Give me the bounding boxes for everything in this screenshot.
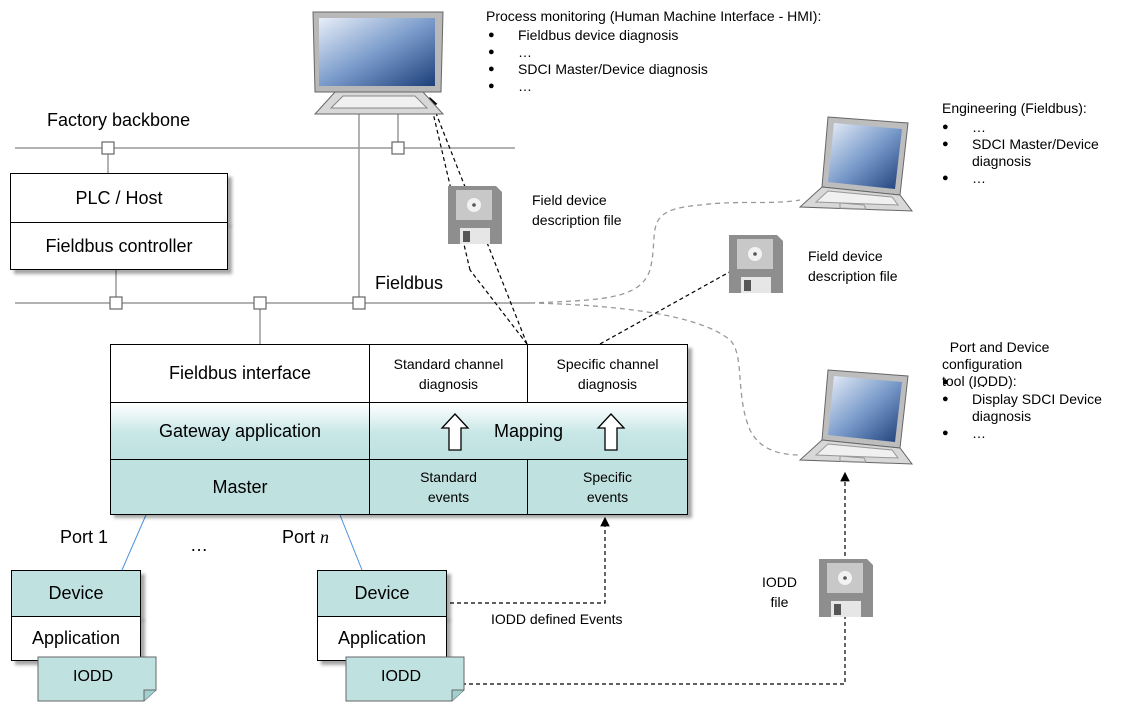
port-tool-laptop [780, 368, 915, 478]
engineering-title: Engineering (Fieldbus): [942, 100, 1087, 116]
list-item: SDCI Master/Device diagnosis [942, 136, 1099, 170]
monitor-icon [312, 11, 445, 115]
list-item: SDCI Master/Device diagnosis [488, 61, 708, 78]
mapping-cell: Mapping [369, 402, 688, 460]
fdd-label-2: Field device description file [808, 248, 898, 284]
specific-channel-diagnosis-cell: Specific channel diagnosis [527, 344, 688, 403]
bus-node [352, 296, 366, 310]
fieldbus-cable-engineering [529, 199, 801, 304]
device-1-box: Device [11, 570, 141, 617]
laptop-icon [798, 369, 914, 465]
iodd-1-document: IODD [37, 656, 157, 702]
list-item: … [942, 374, 1102, 391]
master-cell: Master [110, 459, 370, 515]
portn-line [339, 514, 363, 571]
list-item: … [942, 119, 1099, 136]
list-item: … [488, 44, 708, 61]
bus-node [253, 296, 267, 310]
fieldbus-controller-box: Fieldbus controller [10, 222, 228, 270]
plc-host-box: PLC / Host [10, 173, 228, 223]
floppy-disk-icon [725, 233, 785, 295]
port1-line [121, 514, 147, 571]
fdd-label-1: Field device description file [532, 192, 622, 228]
laptop-icon [798, 116, 914, 212]
ports-ellipsis: … [190, 535, 208, 555]
arrow-iodd-events [450, 516, 610, 604]
floppy-disk-icon [815, 557, 875, 619]
up-arrow-icon [440, 413, 470, 451]
arrow-iodd-to-tool [462, 471, 850, 685]
list-item: … [942, 170, 1099, 187]
engineering-laptop [780, 115, 915, 225]
application-n-box: Application [317, 616, 447, 661]
iodd-1-label: IODD [73, 668, 113, 685]
fieldbus-cable-port-tool [529, 302, 801, 456]
bus-node [101, 141, 115, 155]
iodd-n-document: IODD [345, 656, 465, 702]
list-item: Fieldbus device diagnosis [488, 27, 708, 44]
device-n-box: Device [317, 570, 447, 617]
fieldbus-label: Fieldbus [375, 273, 444, 293]
arrow-to-engineering [599, 254, 762, 345]
iodd-file-label: IODD file [762, 574, 797, 610]
hmi-title: Process monitoring (Human Machine Interf… [486, 8, 822, 24]
mapping-label: Mapping [493, 420, 564, 441]
list-item: Display SDCI Device diagnosis [942, 391, 1102, 425]
floppy-disk-icon [444, 184, 504, 246]
iodd-n-label: IODD [381, 668, 421, 685]
iodd-events-label: IODD defined Events [491, 611, 623, 627]
engineering-list: … SDCI Master/Device diagnosis … [942, 119, 1099, 187]
bus-node [109, 296, 123, 310]
portn-label: Port n [282, 527, 330, 547]
port-tool-list: … Display SDCI Device diagnosis … [942, 374, 1102, 442]
application-1-box: Application [11, 616, 141, 661]
hmi-list: Fieldbus device diagnosis … SDCI Master/… [488, 27, 708, 95]
standard-events-cell: Standard events [369, 459, 528, 515]
specific-events-cell: Specific events [527, 459, 688, 515]
gateway-application-cell: Gateway application [110, 402, 370, 460]
standard-channel-diagnosis-cell: Standard channel diagnosis [369, 344, 528, 403]
list-item: … [942, 425, 1102, 442]
bus-node [391, 141, 405, 155]
list-item: … [488, 78, 708, 95]
factory-backbone-label: Factory backbone [47, 110, 191, 130]
hmi-computer [305, 10, 450, 120]
port1-label: Port 1 [60, 527, 109, 547]
up-arrow-icon [596, 413, 626, 451]
fieldbus-interface-cell: Fieldbus interface [110, 344, 370, 403]
